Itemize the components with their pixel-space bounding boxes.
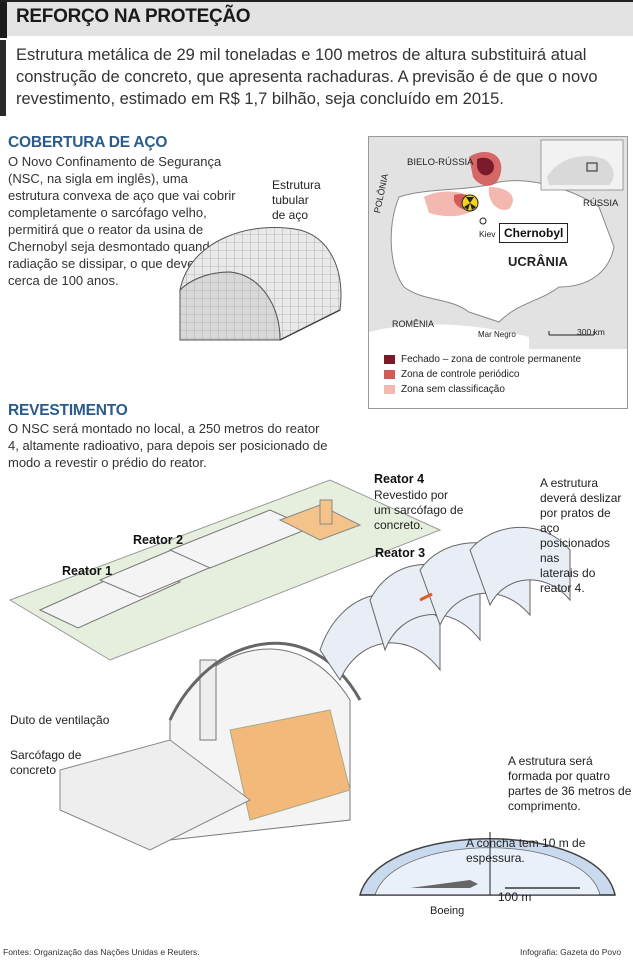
steel-structure-label: Estrutura tubular de aço (272, 178, 321, 222)
map-scale-label: 300 km (577, 327, 605, 337)
parts-description: A estrutura será formada por quatro part… (508, 754, 632, 813)
footer-sources: Fontes: Organização das Nações Unidas e … (3, 947, 200, 957)
map-label-black-sea: Mar Negro (478, 330, 516, 339)
map-legend: Fechado – zona de controle permanente Zo… (384, 354, 581, 395)
legend-item-unclassified: Zona sem classificação (384, 384, 581, 395)
map-label-belarus: BIELO-RÚSSIA (407, 157, 474, 168)
cobertura-text: O Novo Confinamento de Segurança (NSC, n… (8, 154, 236, 288)
legend-swatch (384, 385, 395, 394)
lead-paragraph: Estrutura metálica de 29 mil toneladas e… (16, 46, 598, 108)
legend-item-periodic: Zona de controle periódico (384, 369, 581, 380)
label-reator-1: Reator 1 (62, 564, 113, 578)
lead-rule (0, 40, 6, 116)
boeing-label: Boeing (430, 905, 465, 917)
height-label: 100 m (498, 890, 532, 904)
map-label-chernobyl: Chernobyl (499, 223, 569, 243)
legend-item-permanent: Fechado – zona de controle permanente (384, 354, 581, 365)
page-title: REFORÇO NA PROTEÇÃO (16, 6, 251, 27)
reactor-diagram (8, 479, 616, 896)
label-ventilation-duct: Duto de ventilação (10, 713, 110, 727)
title-bar (0, 0, 633, 38)
map-label-ukraine: UCRÂNIA (508, 254, 568, 269)
title-accent (0, 2, 7, 38)
slide-description: A estrutura deverá deslizar por pratos d… (540, 476, 622, 595)
label-reator-3: Reator 3 (375, 546, 426, 560)
label-reator-2: Reator 2 (133, 533, 184, 547)
map-label-kiev: Kiev (479, 229, 496, 239)
reator-4-description: Revestido por um sarcófago de concreto. (374, 488, 464, 532)
steel-dome-illustration (179, 227, 342, 341)
legend-swatch (384, 355, 395, 364)
legend-swatch (384, 370, 395, 379)
shell-thickness-label: A concha tem 10 m de espessura. (466, 836, 586, 865)
label-sarcophagus: Sarcófago de concreto (10, 748, 82, 777)
footer-credit: Infografia: Gazeta do Povo (520, 947, 622, 957)
map-label-russia: RÚSSIA (583, 198, 619, 209)
cobertura-heading: COBERTURA DE AÇO (8, 134, 168, 151)
ukraine-map (369, 137, 627, 349)
label-reator-4: Reator 4 (374, 472, 425, 486)
revestimento-text: O NSC será montado no local, a 250 metro… (8, 421, 328, 470)
revestimento-heading: REVESTIMENTO (8, 402, 128, 419)
map-label-romania: ROMÊNIA (392, 319, 435, 329)
